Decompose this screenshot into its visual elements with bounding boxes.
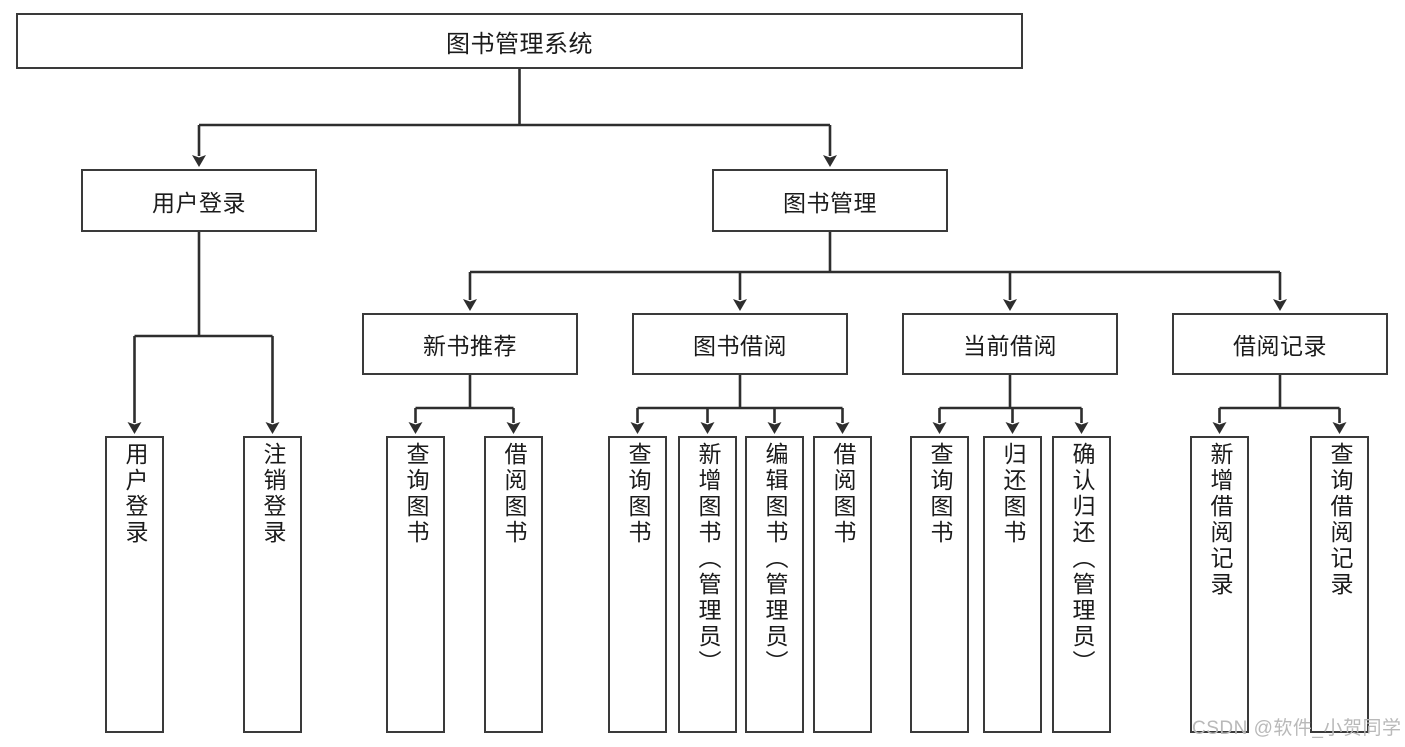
node-label: 编辑图书（管理员）	[762, 442, 788, 676]
node-label: 确认归还（管理员）	[1069, 442, 1095, 676]
node-label: 图书管理系统	[446, 30, 593, 58]
node-leaf-query-book-3: 查询图书	[910, 436, 969, 733]
node-label: 查询图书	[927, 442, 953, 546]
csdn-watermark: CSDN @软件_小贺同学	[1192, 718, 1402, 739]
node-label: 借阅图书	[830, 442, 856, 546]
node-label: 查询借阅记录	[1327, 442, 1353, 598]
node-label: 新增图书（管理员）	[695, 442, 721, 676]
node-leaf-confirm-return: 确认归还（管理员）	[1052, 436, 1111, 733]
node-label: 新书推荐	[423, 333, 517, 359]
node-book-borrow: 图书借阅	[632, 313, 848, 375]
node-label: 查询图书	[625, 442, 651, 546]
node-leaf-user-logout: 注销登录	[243, 436, 302, 733]
node-label: 注销登录	[260, 442, 286, 546]
node-leaf-borrow-book-2: 借阅图书	[813, 436, 872, 733]
node-label: 用户登录	[122, 442, 148, 546]
node-label: 查询图书	[403, 442, 429, 546]
node-new-book-recommend: 新书推荐	[362, 313, 578, 375]
node-label: 图书借阅	[693, 333, 787, 359]
node-leaf-query-record: 查询借阅记录	[1310, 436, 1369, 733]
node-leaf-query-book-1: 查询图书	[386, 436, 445, 733]
node-leaf-user-login: 用户登录	[105, 436, 164, 733]
node-book-manage: 图书管理	[712, 169, 948, 232]
node-label: 归还图书	[1000, 442, 1026, 546]
node-leaf-query-book-2: 查询图书	[608, 436, 667, 733]
node-leaf-return-book: 归还图书	[983, 436, 1042, 733]
node-user-login: 用户登录	[81, 169, 317, 232]
node-label: 借阅图书	[501, 442, 527, 546]
node-label: 图书管理	[783, 189, 877, 216]
node-leaf-borrow-book-1: 借阅图书	[484, 436, 543, 733]
node-leaf-add-record: 新增借阅记录	[1190, 436, 1249, 733]
node-root: 图书管理系统	[16, 13, 1023, 69]
node-label: 当前借阅	[963, 333, 1057, 359]
node-label: 借阅记录	[1233, 333, 1327, 359]
node-leaf-add-book: 新增图书（管理员）	[678, 436, 737, 733]
node-borrow-record: 借阅记录	[1172, 313, 1388, 375]
node-label: 新增借阅记录	[1207, 442, 1233, 598]
node-label: 用户登录	[152, 189, 246, 216]
node-leaf-edit-book: 编辑图书（管理员）	[745, 436, 804, 733]
node-current-borrow: 当前借阅	[902, 313, 1118, 375]
